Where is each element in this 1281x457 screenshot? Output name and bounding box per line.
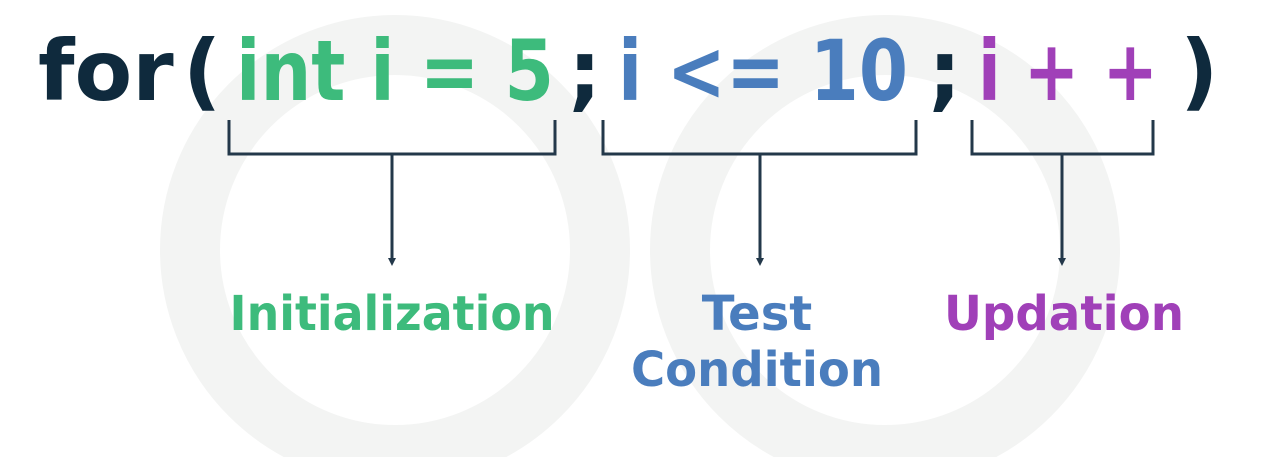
arrows xyxy=(388,154,1066,266)
labels: Initialization Test Condition Updation xyxy=(230,286,1185,398)
init-expression: int i = 5 xyxy=(236,22,554,120)
bracket-init xyxy=(227,120,557,156)
label-test-line-1: Test xyxy=(702,286,812,342)
code-line: for ( int i = 5 ; i <= 10 ; i + + ) xyxy=(38,22,1218,120)
separator-2: ; xyxy=(928,22,962,120)
test-expression: i <= 10 xyxy=(618,22,908,120)
label-test-line-2: Condition xyxy=(631,342,883,398)
label-updation: Updation xyxy=(944,286,1184,342)
watermark-ring-left xyxy=(160,15,630,457)
keyword-for: for xyxy=(38,22,174,120)
open-paren: ( xyxy=(183,22,221,120)
watermark-ring-right xyxy=(650,15,1120,457)
label-initialization: Initialization xyxy=(230,286,555,342)
close-paren: ) xyxy=(1180,22,1218,120)
watermark-logo xyxy=(160,15,1120,457)
separator-1: ; xyxy=(568,22,602,120)
update-expression: i + + xyxy=(978,22,1158,120)
